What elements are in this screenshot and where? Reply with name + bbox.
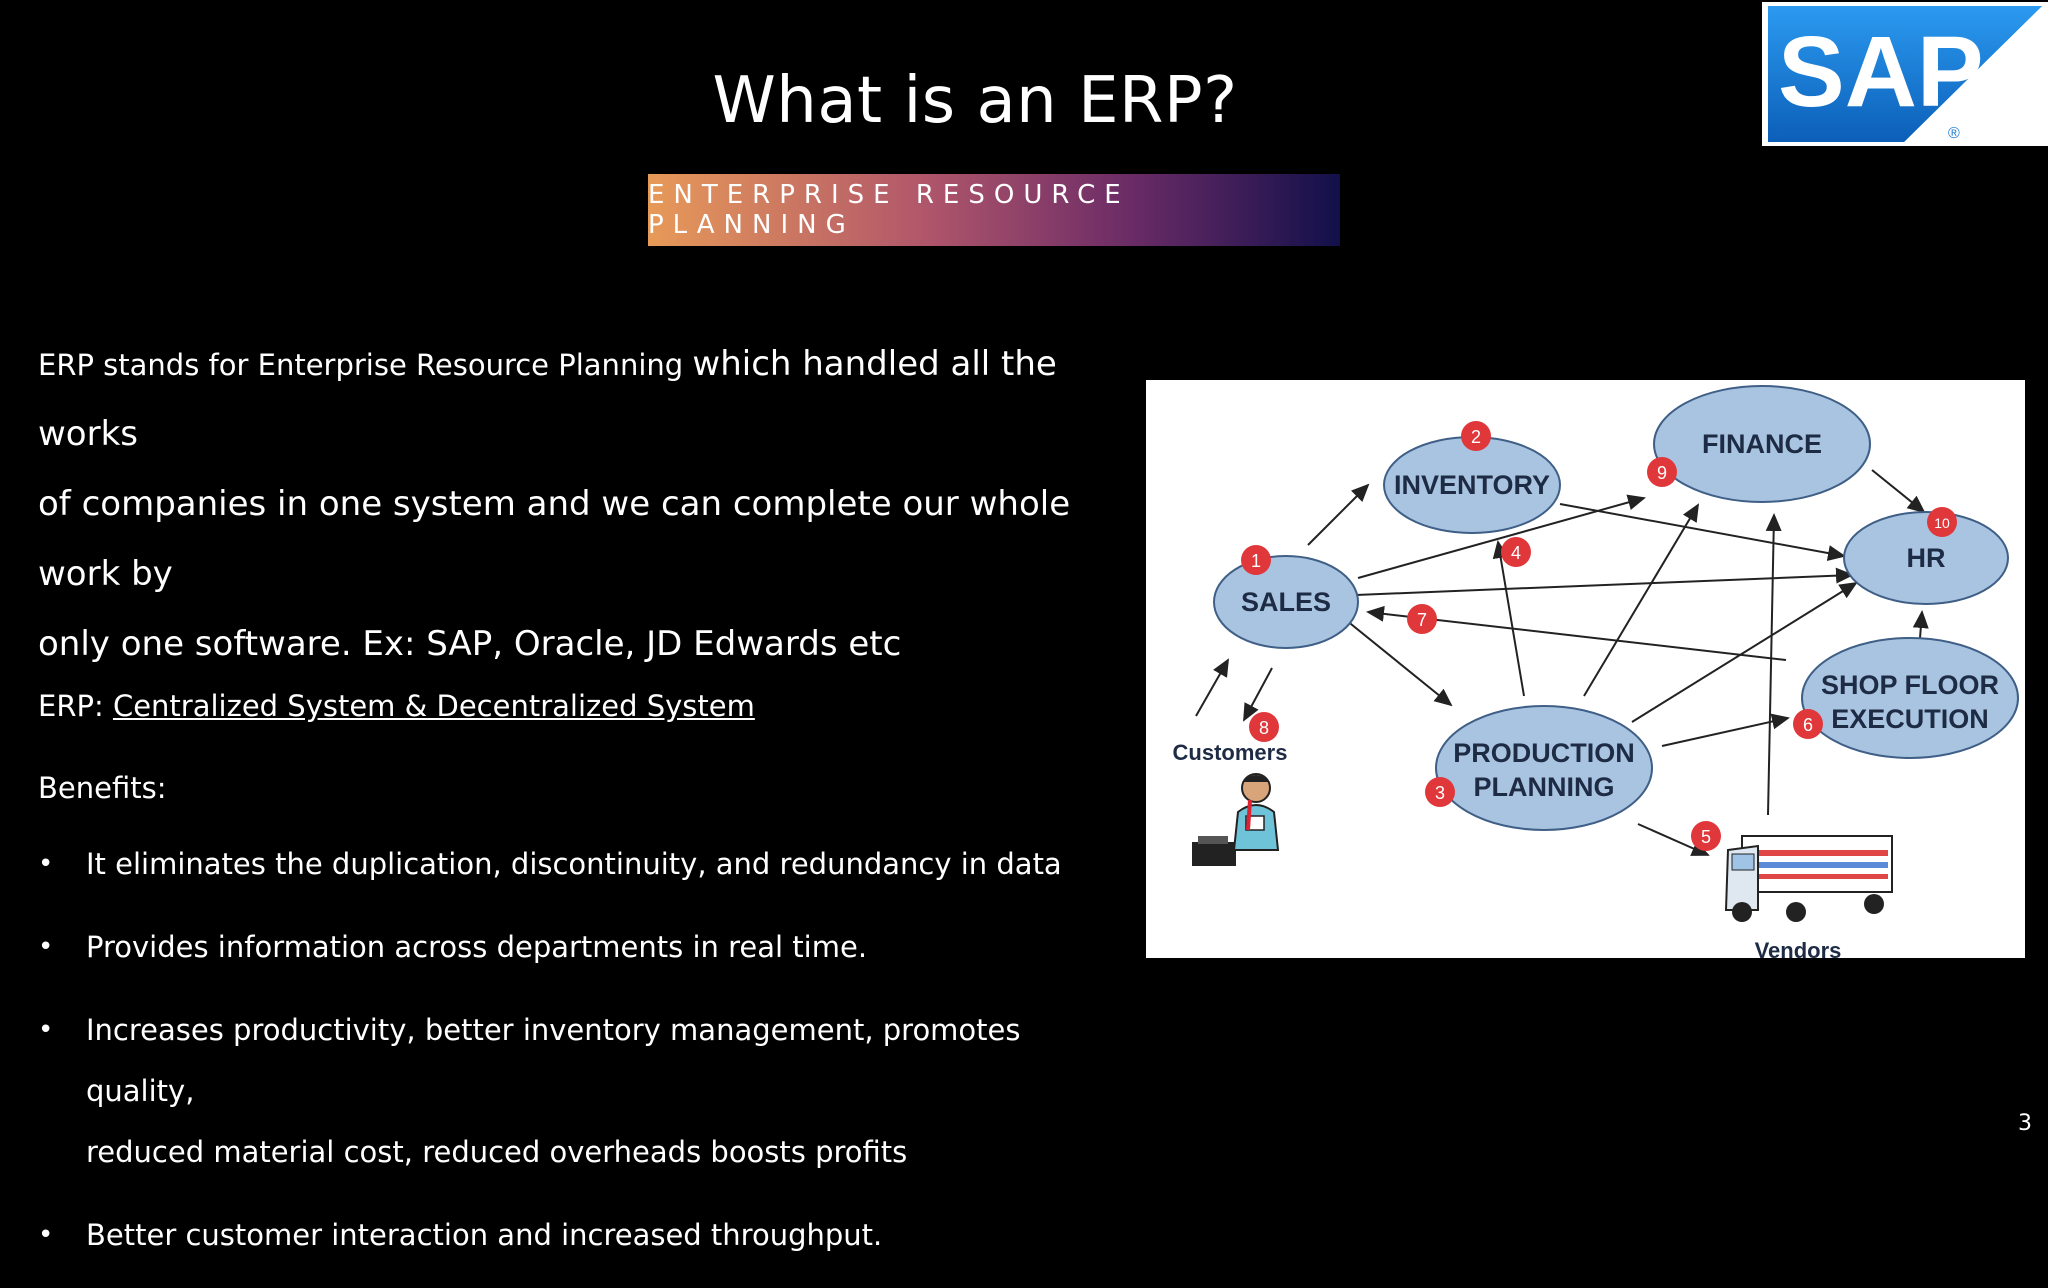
list-item: • Better customer interaction and increas… <box>38 1205 1128 1266</box>
intro-large-3: only one software. Ex: SAP, Oracle, JD E… <box>38 624 902 664</box>
badge-number: 3 <box>1435 783 1445 803</box>
benefits-list: • It eliminates the duplication, disconti… <box>38 834 1128 1266</box>
diagram-badges: 1 2 3 4 5 6 7 8 9 10 <box>1241 421 1957 851</box>
intro-large-1: which handled all the works <box>38 344 1057 454</box>
badge-number: 1 <box>1251 551 1261 571</box>
customers-label: Customers <box>1173 740 1288 765</box>
node-production-planning: PRODUCTION PLANNING <box>1435 705 1653 831</box>
list-item: • Provides information across departments… <box>38 917 1128 978</box>
node-label: HR <box>1907 543 1946 573</box>
erp-diagram: INVENTORY FINANCE SALES HR SHOP FLOOR EX… <box>1146 380 2025 963</box>
slide-title: What is an ERP? <box>712 64 1238 138</box>
erp-prefix: ERP: <box>38 689 113 723</box>
bullet-icon: • <box>38 932 54 962</box>
bullet-text-continued: reduced material cost, reduced overheads… <box>86 1135 908 1169</box>
node-sales: SALES <box>1213 555 1359 649</box>
node-label: INVENTORY <box>1394 470 1550 500</box>
bullet-text: Provides information across departments … <box>86 930 868 964</box>
node-label: FINANCE <box>1702 429 1822 459</box>
badge-number: 9 <box>1657 463 1667 483</box>
node-shop-floor-execution: SHOP FLOOR EXECUTION <box>1801 637 2019 759</box>
bullet-text: Increases productivity, better inventory… <box>86 1013 1021 1108</box>
bullet-text: It eliminates the duplication, discontin… <box>86 847 1062 881</box>
node-label: SALES <box>1241 587 1331 617</box>
node-label-2: PLANNING <box>1474 772 1615 802</box>
badge-number: 7 <box>1417 610 1427 630</box>
vendors-label: Vendors <box>1755 938 1842 958</box>
vendor-truck-icon <box>1724 835 1893 922</box>
node-label-1: PRODUCTION <box>1453 738 1635 768</box>
bullet-icon: • <box>38 849 54 879</box>
list-item: • Increases productivity, better inventor… <box>38 1000 1128 1183</box>
diagram-arrows <box>1195 469 1929 856</box>
node-inventory: INVENTORY <box>1383 436 1561 534</box>
node-label-2: EXECUTION <box>1831 704 1989 734</box>
badge-number: 2 <box>1471 427 1481 447</box>
intro-large-2: of companies in one system and we can co… <box>38 484 1071 594</box>
badge-number: 5 <box>1701 827 1711 847</box>
logo-registered-mark: ® <box>1948 125 1960 142</box>
bullet-icon: • <box>38 1220 54 1250</box>
list-item: • It eliminates the duplication, disconti… <box>38 834 1128 895</box>
logo-text: SAP <box>1778 16 1984 128</box>
intro-small: ERP stands for Enterprise Resource Plann… <box>38 348 693 382</box>
body-content: ERP stands for Enterprise Resource Plann… <box>38 330 1128 1288</box>
badge-number: 10 <box>1934 515 1950 531</box>
intro-paragraph: ERP stands for Enterprise Resource Plann… <box>38 330 1128 680</box>
badge-number: 6 <box>1803 715 1813 735</box>
node-label-1: SHOP FLOOR <box>1821 670 1999 700</box>
subtitle-text: ENTERPRISE RESOURCE PLANNING <box>648 180 1130 240</box>
customer-figure-icon <box>1192 773 1280 866</box>
sap-logo: SAP ® <box>1762 2 2048 146</box>
bullet-icon: • <box>38 1015 54 1045</box>
benefits-label: Benefits: <box>38 771 167 805</box>
erp-types-link[interactable]: Centralized System & Decentralized Syste… <box>112 689 755 723</box>
page-number: 3 <box>2018 1111 2032 1136</box>
badge-number: 8 <box>1259 718 1269 738</box>
subtitle-banner: ENTERPRISE RESOURCE PLANNING <box>648 174 1340 246</box>
erp-types-line: ERP: Centralized System & Decentralized … <box>38 686 1128 726</box>
node-hr: HR <box>1843 511 2009 605</box>
bullet-text: Better customer interaction and increase… <box>86 1218 883 1252</box>
node-finance: FINANCE <box>1653 385 1871 503</box>
badge-number: 4 <box>1511 543 1521 563</box>
